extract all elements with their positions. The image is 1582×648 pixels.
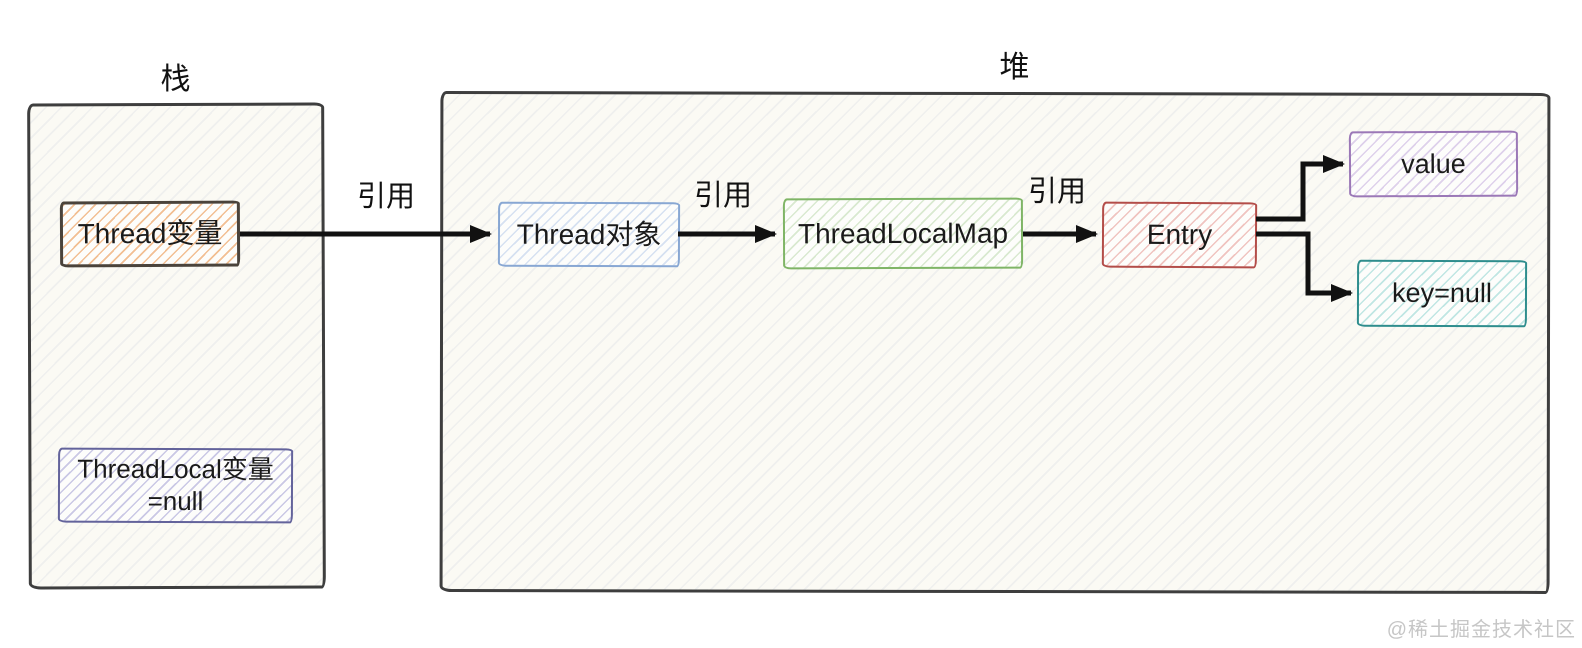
heap-region-title: 堆	[999, 51, 1031, 84]
node-value-label: value	[1401, 148, 1466, 179]
node-threadlocal-variable-line1: ThreadLocal变量	[77, 453, 274, 485]
watermark: @稀土掘金技术社区	[1386, 619, 1576, 641]
node-threadlocal-variable-label: ThreadLocal变量 =null	[77, 454, 274, 517]
edge-label-reference-2: 引用	[693, 180, 752, 212]
node-key-null-label: key=null	[1392, 278, 1492, 309]
edge-label-reference-1: 引用	[356, 181, 415, 213]
node-entry: Entry	[1101, 201, 1258, 269]
node-threadlocalmap: ThreadLocalMap	[782, 197, 1024, 270]
node-thread-object-label: Thread对象	[516, 218, 662, 250]
node-thread-variable: Thread变量	[59, 200, 241, 268]
node-key-null: key=null	[1356, 259, 1528, 328]
node-thread-variable-label: Thread变量	[77, 217, 223, 250]
node-threadlocalmap-label: ThreadLocalMap	[797, 217, 1009, 250]
node-threadlocal-variable: ThreadLocal变量 =null	[57, 447, 294, 524]
node-thread-object: Thread对象	[497, 201, 681, 268]
edge-label-reference-3: 引用	[1027, 176, 1086, 208]
node-threadlocal-variable-line2: =null	[147, 485, 204, 516]
stack-region-title: 栈	[160, 63, 192, 96]
node-value: value	[1348, 130, 1519, 198]
node-entry-label: Entry	[1146, 219, 1213, 251]
